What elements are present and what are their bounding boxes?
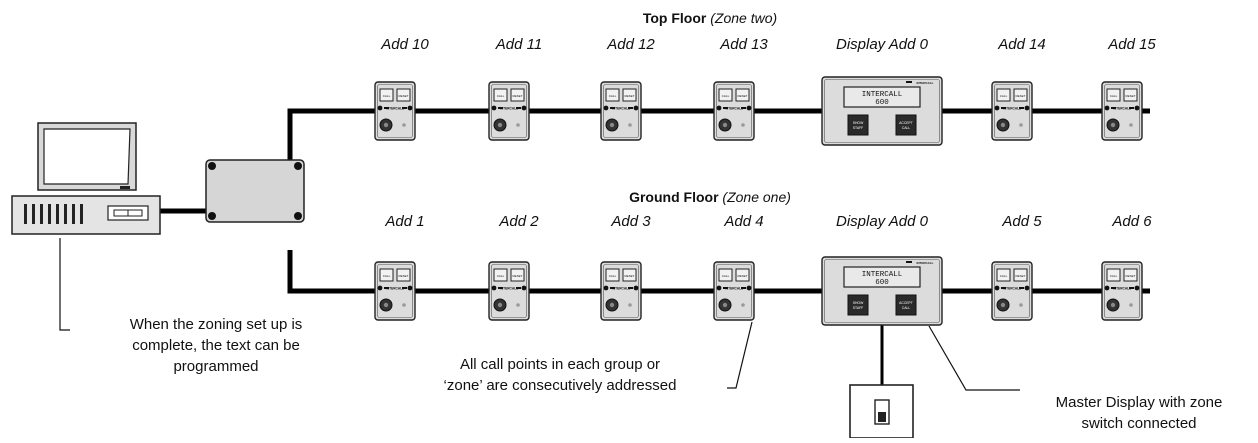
call-button-label: CALL [1000,274,1008,278]
ground-address-label: Add 5 [1002,213,1042,230]
master-display-note: Master Display with zone switch connecte… [1055,394,1223,432]
call-point-icon: CALL RESET INTERCALL [488,261,530,321]
call-point-icon: CALL RESET INTERCALL [488,81,530,141]
display-button-label: ACCEPT [899,301,913,305]
call-point-brand: INTERCALL [725,287,743,291]
display-button-label: CALL [902,126,911,130]
call-point-brand: INTERCALL [386,287,404,291]
display-screen-line1: INTERCALL [862,91,903,99]
call-point-icon: CALL RESET INTERCALL [991,261,1033,321]
ground-address-label: Add 3 [611,213,651,230]
top-floor-title: Top Floor (Zone two) [642,10,778,26]
display-button-label: STAFF [853,126,863,130]
reset-button-label: RESET [398,94,408,98]
call-button-label: CALL [722,274,730,278]
call-button-label: CALL [1110,94,1118,98]
top-address-label: Add 15 [1108,36,1156,53]
call-point-icon: CALL RESET INTERCALL [374,81,416,141]
call-button-label: CALL [1110,274,1118,278]
display-button-label: STAFF [853,306,863,310]
ground-address-label: Add 6 [1112,213,1152,230]
call-button-label: CALL [609,94,617,98]
call-button-label: CALL [383,94,391,98]
reset-button-label: RESET [624,274,634,278]
call-point-brand: INTERCALL [500,287,518,291]
reset-button-label: RESET [737,94,747,98]
display-brand: INTERCALL [917,261,934,265]
call-point-icon: CALL RESET INTERCALL [600,81,642,141]
call-point-brand: INTERCALL [1113,107,1131,111]
ground-floor-title: Ground Floor (Zone one) [629,189,791,205]
call-point-brand: INTERCALL [725,107,743,111]
top-address-label: Display Add 0 [836,36,928,53]
call-point-brand: INTERCALL [386,107,404,111]
junction-box-icon [205,159,305,223]
call-point-brand: INTERCALL [1003,107,1021,111]
ground-address-label: Add 1 [385,213,425,230]
computer-icon [11,122,161,235]
display-button-label: SHOW [853,301,864,305]
display-screen-line2: 600 [875,99,889,107]
top-address-label: Add 10 [381,36,429,53]
call-point-brand: INTERCALL [612,107,630,111]
reset-button-label: RESET [737,274,747,278]
call-point-icon: CALL RESET INTERCALL [600,261,642,321]
call-point-icon: CALL RESET INTERCALL [713,81,755,141]
call-point-icon: CALL RESET INTERCALL [991,81,1033,141]
zone-switch-icon [849,384,914,439]
call-point-icon: CALL RESET INTERCALL [1101,261,1143,321]
display-button-label: ACCEPT [899,121,913,125]
display-screen-line2: 600 [875,279,889,287]
display-button-label: CALL [902,306,911,310]
call-button-label: CALL [497,274,505,278]
ground-address-label: Add 2 [499,213,539,230]
display-button-label: SHOW [853,121,864,125]
reset-button-label: RESET [1125,94,1135,98]
reset-button-label: RESET [624,94,634,98]
top-address-label: Add 11 [495,36,543,53]
call-point-brand: INTERCALL [612,287,630,291]
call-point-icon: CALL RESET INTERCALL [374,261,416,321]
reset-button-label: RESET [1015,274,1025,278]
display-screen-line1: INTERCALL [862,271,903,279]
call-button-label: CALL [609,274,617,278]
call-point-brand: INTERCALL [1113,287,1131,291]
reset-button-label: RESET [512,94,522,98]
reset-button-label: RESET [398,274,408,278]
top-address-label: Add 13 [720,36,768,53]
top-address-label: Add 12 [607,36,655,53]
reset-button-label: RESET [1015,94,1025,98]
pc-note: When the zoning set up is complete, the … [129,316,303,375]
pc-note-leader [59,238,70,331]
ground-address-label: Add 4 [724,213,764,230]
call-button-label: CALL [497,94,505,98]
call-point-brand: INTERCALL [1003,287,1021,291]
call-point-icon: CALL RESET INTERCALL [713,261,755,321]
ground-address-label: Display Add 0 [836,213,928,230]
zone-note: All call points in each group or ‘zone’ … [443,356,677,394]
call-point-brand: INTERCALL [500,107,518,111]
zone-note-leader [727,321,753,389]
top-address-label: Add 14 [998,36,1046,53]
call-button-label: CALL [722,94,730,98]
reset-button-label: RESET [512,274,522,278]
call-point-icon: CALL RESET INTERCALL [1101,81,1143,141]
display-brand: INTERCALL [917,81,934,85]
call-button-label: CALL [1000,94,1008,98]
reset-button-label: RESET [1125,274,1135,278]
call-button-label: CALL [383,274,391,278]
master-note-leader [928,325,1020,391]
